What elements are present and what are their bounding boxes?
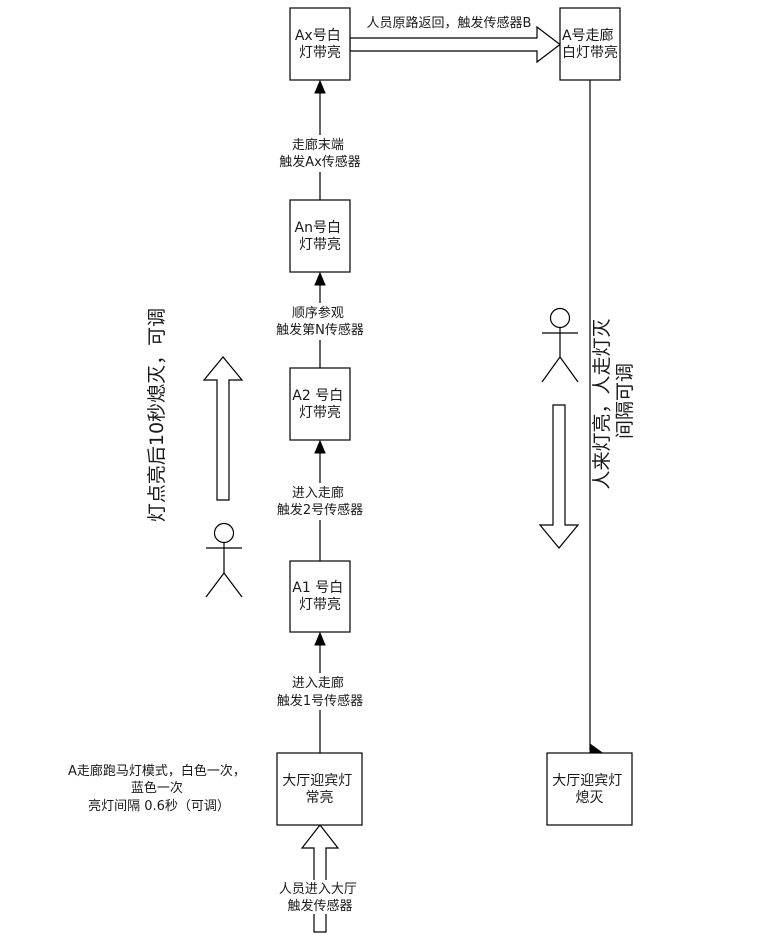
arrowhead-icon xyxy=(314,439,326,454)
node-label: A号走廊 白灯带亮 xyxy=(562,27,618,61)
node-an-light: An号白 灯带亮 xyxy=(289,199,351,273)
down-arrow-icon xyxy=(538,404,580,549)
edge-label-text: 人员原路返回，触发传感器B xyxy=(367,15,532,31)
annotation-line: 蓝色一次 xyxy=(131,780,183,796)
node-box xyxy=(276,752,363,826)
node-label-line: 白灯带亮 xyxy=(562,44,618,61)
edge-label-a1-to-a2: 进入走廊 触发2号传感器 xyxy=(274,483,366,520)
edge-label-text: 进入走廊 触发2号传感器 xyxy=(277,485,363,518)
node-label-line: 熄灭 xyxy=(576,789,604,806)
edge-label-text: 走廊末端 触发Ax传感器 xyxy=(279,137,361,170)
edge-label-line: 触发2号传感器 xyxy=(277,502,363,518)
edge-label-line: 进入走廊 xyxy=(292,675,344,691)
edge-label-background xyxy=(276,135,364,172)
annotation-text: A走廊跑马灯模式，白色一次， 蓝色一次 亮灯间隔 0.6秒（可调） xyxy=(68,763,250,814)
node-label: Ax号白 灯带亮 xyxy=(295,28,345,61)
node-corridor-a-light: A号走廊 白灯带亮 xyxy=(559,7,621,81)
node-label-line: 灯带亮 xyxy=(299,596,341,613)
annotation-line: 间隔可调 xyxy=(614,363,636,439)
person-icon xyxy=(541,307,579,383)
node-a1-light: A1 号白 灯带亮 xyxy=(289,560,351,633)
arrowhead-icon xyxy=(314,271,326,286)
node-label-line: 灯带亮 xyxy=(299,404,341,421)
person-left-leg xyxy=(541,356,561,383)
edge-label-text: 进入走廊 触发1号传感器 xyxy=(277,675,363,709)
edge-label-background xyxy=(274,483,366,520)
node-label: A2 号白 灯带亮 xyxy=(292,388,347,421)
annotation-line: 人来灯亮，人走灯灭 xyxy=(591,319,613,490)
person-right-leg xyxy=(559,356,579,383)
edge-label-lobby-to-a1: 进入走廊 触发1号传感器 xyxy=(274,673,366,710)
node-label: An号白 灯带亮 xyxy=(295,220,346,253)
edge-label-line: 人员进入大厅 xyxy=(279,882,357,897)
node-label-line: 灯带亮 xyxy=(299,44,341,61)
annotation-marquee-mode: A走廊跑马灯模式，白色一次， 蓝色一次 亮灯间隔 0.6秒（可调） xyxy=(68,763,250,814)
person-head xyxy=(549,307,571,329)
edge-label-ax-to-corridor-a: 人员原路返回，触发传感器B xyxy=(367,15,532,31)
edge-label-text: 人员进入大厅 触发传感器 xyxy=(279,882,361,914)
edge-label-background xyxy=(277,880,363,914)
edge-label-line: 触发1号传感器 xyxy=(277,693,363,709)
node-label-line: A1 号白 xyxy=(292,580,343,596)
annotation-line: A走廊跑马灯模式，白色一次， xyxy=(68,763,246,779)
edge-label-line: 触发传感器 xyxy=(287,898,352,914)
edge-label-an-to-ax: 走廊末端 触发Ax传感器 xyxy=(276,135,364,172)
edge-label-a2-to-an: 顺序参观 触发第N传感器 xyxy=(272,303,368,340)
edge-label-background xyxy=(272,303,368,340)
person-icon xyxy=(205,522,243,598)
node-box xyxy=(289,560,351,633)
edge-label-line: 触发第N传感器 xyxy=(276,322,364,338)
node-label-line: A2 号白 xyxy=(292,388,343,404)
node-label-line: 灯带亮 xyxy=(299,236,341,253)
edge-label-line: 进入走廊 xyxy=(292,485,344,501)
return-arrow-icon xyxy=(349,25,561,64)
node-box xyxy=(559,7,621,81)
annotation-line: 亮灯间隔 0.6秒（可调） xyxy=(88,798,230,814)
node-label: 大厅迎宾灯 熄灭 xyxy=(552,773,626,806)
edge-label-enter-lobby: 人员进入大厅 触发传感器 xyxy=(277,880,363,914)
edge-label-line: 走廊末端 xyxy=(292,137,344,153)
person-right-leg xyxy=(223,572,243,598)
node-a2-light: A2 号白 灯带亮 xyxy=(289,367,351,441)
node-box xyxy=(289,199,351,273)
edge-label-line: 触发Ax传感器 xyxy=(279,154,361,170)
annotation-line: 灯点亮后10秒熄灭，可调 xyxy=(146,308,168,522)
node-box xyxy=(289,367,351,441)
arrowhead-icon xyxy=(589,743,603,753)
node-lobby-on: 大厅迎宾灯 常亮 xyxy=(276,752,363,826)
arrowhead-icon xyxy=(314,631,326,646)
node-label-line: An号白 xyxy=(295,220,341,236)
node-label-line: 大厅迎宾灯 xyxy=(552,773,622,789)
up-arrow-icon xyxy=(202,356,244,501)
annotation-text: 人来灯亮，人走灯灭 间隔可调 xyxy=(591,312,636,489)
node-label-line: 大厅迎宾灯 xyxy=(282,773,352,789)
edge-label-line: 人员原路返回，触发传感器B xyxy=(367,15,532,31)
node-label-line: 常亮 xyxy=(306,789,334,806)
node-label: A1 号白 灯带亮 xyxy=(292,580,347,613)
edge-label-text: 顺序参观 触发第N传感器 xyxy=(276,305,364,338)
arrowhead-icon xyxy=(314,79,326,94)
node-box xyxy=(289,7,351,81)
annotation-text: 灯点亮后10秒熄灭，可调 xyxy=(146,308,168,522)
node-lobby-off: 大厅迎宾灯 熄灭 xyxy=(546,752,633,826)
node-label-line: Ax号白 xyxy=(295,28,341,44)
node-box xyxy=(546,752,633,826)
annotation-presence: 人来灯亮，人走灯灭 间隔可调 xyxy=(591,312,636,490)
entry-arrow-icon xyxy=(300,824,340,933)
person-left-leg xyxy=(205,572,225,598)
edge-label-background xyxy=(274,673,366,710)
person-head xyxy=(213,522,235,544)
annotation-auto-off: 灯点亮后10秒熄灭，可调 xyxy=(146,308,168,522)
edge-label-line: 顺序参观 xyxy=(292,305,344,321)
node-label-line: A号走廊 xyxy=(562,27,614,44)
node-label: 大厅迎宾灯 常亮 xyxy=(282,773,356,806)
node-ax-light: Ax号白 灯带亮 xyxy=(289,7,351,81)
edge-corridor-a-to-lobby-off xyxy=(589,80,603,753)
